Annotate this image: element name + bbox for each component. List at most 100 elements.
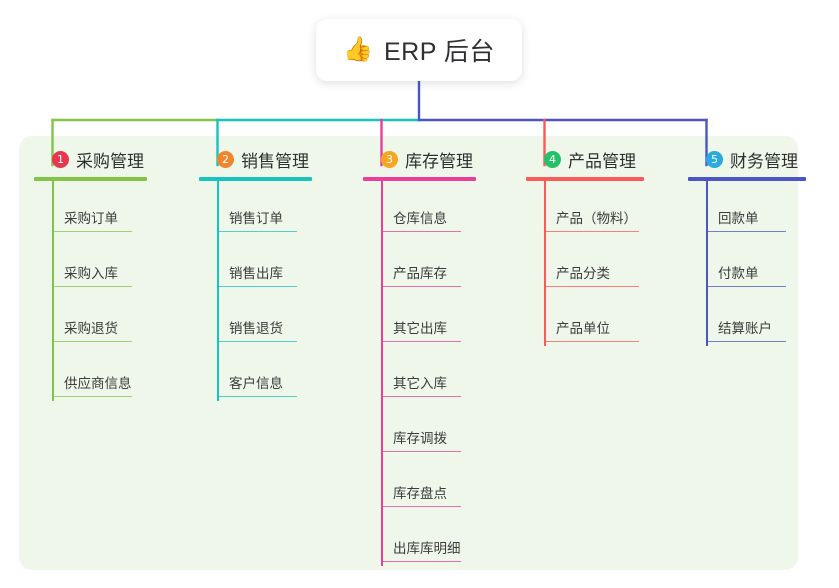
column-items: 销售订单销售出库销售退货客户信息	[199, 181, 312, 401]
menu-item-label: 产品分类	[556, 266, 610, 281]
menu-item-label: 采购订单	[64, 211, 118, 226]
column-stem	[544, 181, 546, 346]
menu-item-label: 出库库明细	[393, 541, 461, 556]
column-badge-icon: 4	[544, 150, 561, 168]
menu-item-label: 付款单	[718, 266, 759, 281]
menu-item-label: 产品单位	[556, 321, 610, 336]
content-panel	[19, 136, 798, 570]
menu-item-underline	[706, 285, 786, 287]
menu-item-underline	[381, 450, 461, 452]
column-badge-icon: 3	[381, 150, 398, 168]
column-stem	[52, 181, 54, 401]
menu-item-label: 库存调拨	[393, 431, 447, 446]
menu-item[interactable]: 仓库信息	[363, 181, 476, 236]
menu-item[interactable]: 产品分类	[526, 236, 644, 291]
menu-item-label: 产品（物料）	[556, 211, 637, 226]
menu-item[interactable]: 供应商信息	[34, 346, 147, 401]
menu-item[interactable]: 客户信息	[199, 346, 312, 401]
column-title: 产品管理	[568, 151, 636, 171]
menu-item[interactable]: 销售订单	[199, 181, 312, 236]
menu-item[interactable]: 结算账户	[688, 291, 806, 346]
column-items: 仓库信息产品库存其它出库其它入库库存调拨库存盘点出库库明细	[363, 181, 476, 566]
menu-item-underline	[381, 340, 461, 342]
column-header-3[interactable]: 3 库存管理	[363, 146, 476, 172]
column-title: 采购管理	[76, 151, 144, 171]
root-title: ERP 后台	[383, 38, 495, 66]
menu-item-underline	[381, 395, 461, 397]
menu-item[interactable]: 采购订单	[34, 181, 147, 236]
column-underline	[363, 177, 476, 181]
column-underline	[34, 177, 147, 181]
column-items: 回款单付款单结算账户	[688, 181, 806, 346]
menu-item-label: 产品库存	[393, 266, 447, 281]
column-underline	[526, 177, 644, 181]
column-1: 1 采购管理采购订单采购入库采购退货供应商信息	[34, 146, 147, 401]
menu-item-underline	[52, 340, 132, 342]
menu-item-underline	[544, 230, 639, 232]
menu-item[interactable]: 销售退货	[199, 291, 312, 346]
column-badge-icon: 1	[52, 150, 69, 168]
column-title: 库存管理	[405, 151, 473, 171]
menu-item[interactable]: 其它出库	[363, 291, 476, 346]
menu-item[interactable]: 出库库明细	[363, 511, 476, 566]
menu-item-underline	[381, 505, 461, 507]
column-items: 产品（物料） 产品分类产品单位	[526, 181, 644, 346]
menu-item-underline	[544, 340, 639, 342]
menu-item-underline	[52, 395, 132, 397]
menu-item-underline	[706, 340, 786, 342]
column-header-5[interactable]: 5 财务管理	[688, 146, 806, 172]
column-header-4[interactable]: 4 产品管理	[526, 146, 644, 172]
column-badge-icon: 5	[706, 150, 723, 168]
column-items: 采购订单采购入库采购退货供应商信息	[34, 181, 147, 401]
menu-item[interactable]: 销售出库	[199, 236, 312, 291]
menu-item-underline	[544, 285, 639, 287]
column-stem	[381, 181, 383, 566]
menu-item[interactable]: 回款单	[688, 181, 806, 236]
menu-item-underline	[381, 285, 461, 287]
column-stem	[217, 181, 219, 401]
column-title: 销售管理	[241, 151, 309, 171]
column-underline	[688, 177, 806, 181]
column-underline	[199, 177, 312, 181]
menu-item-label: 供应商信息	[64, 376, 132, 391]
column-header-1[interactable]: 1 采购管理	[34, 146, 147, 172]
column-5: 5 财务管理回款单付款单结算账户	[688, 146, 806, 346]
column-3: 3 库存管理仓库信息产品库存其它出库其它入库库存调拨库存盘点出库库明细	[363, 146, 476, 566]
menu-item-label: 客户信息	[229, 376, 283, 391]
column-title: 财务管理	[730, 151, 798, 171]
menu-item-label: 采购入库	[64, 266, 118, 281]
menu-item-underline	[706, 230, 786, 232]
menu-item-underline	[217, 230, 297, 232]
menu-item-label: 其它入库	[393, 376, 447, 391]
menu-item-label: 销售出库	[229, 266, 283, 281]
menu-item-underline	[217, 340, 297, 342]
menu-item-label: 其它出库	[393, 321, 447, 336]
menu-item-label: 采购退货	[64, 321, 118, 336]
menu-item-underline	[217, 285, 297, 287]
menu-item[interactable]: 产品单位	[526, 291, 644, 346]
root-node[interactable]: 👍 ERP 后台	[316, 19, 522, 81]
column-4: 4 产品管理产品（物料） 产品分类产品单位	[526, 146, 644, 346]
menu-item[interactable]: 产品库存	[363, 236, 476, 291]
column-stem	[706, 181, 708, 346]
menu-item-underline	[217, 395, 297, 397]
menu-item-underline	[381, 230, 461, 232]
thumbs-up-icon: 👍	[343, 36, 373, 63]
menu-item[interactable]: 库存盘点	[363, 456, 476, 511]
menu-item[interactable]: 其它入库	[363, 346, 476, 401]
menu-item[interactable]: 采购退货	[34, 291, 147, 346]
menu-item[interactable]: 采购入库	[34, 236, 147, 291]
menu-item-label: 销售退货	[229, 321, 283, 336]
menu-item-underline	[381, 560, 461, 562]
menu-item-label: 结算账户	[718, 321, 772, 336]
menu-item-label: 库存盘点	[393, 486, 447, 501]
menu-item[interactable]: 付款单	[688, 236, 806, 291]
menu-item[interactable]: 产品（物料）	[526, 181, 644, 236]
menu-item[interactable]: 库存调拨	[363, 401, 476, 456]
menu-item-underline	[52, 285, 132, 287]
menu-item-underline	[52, 230, 132, 232]
